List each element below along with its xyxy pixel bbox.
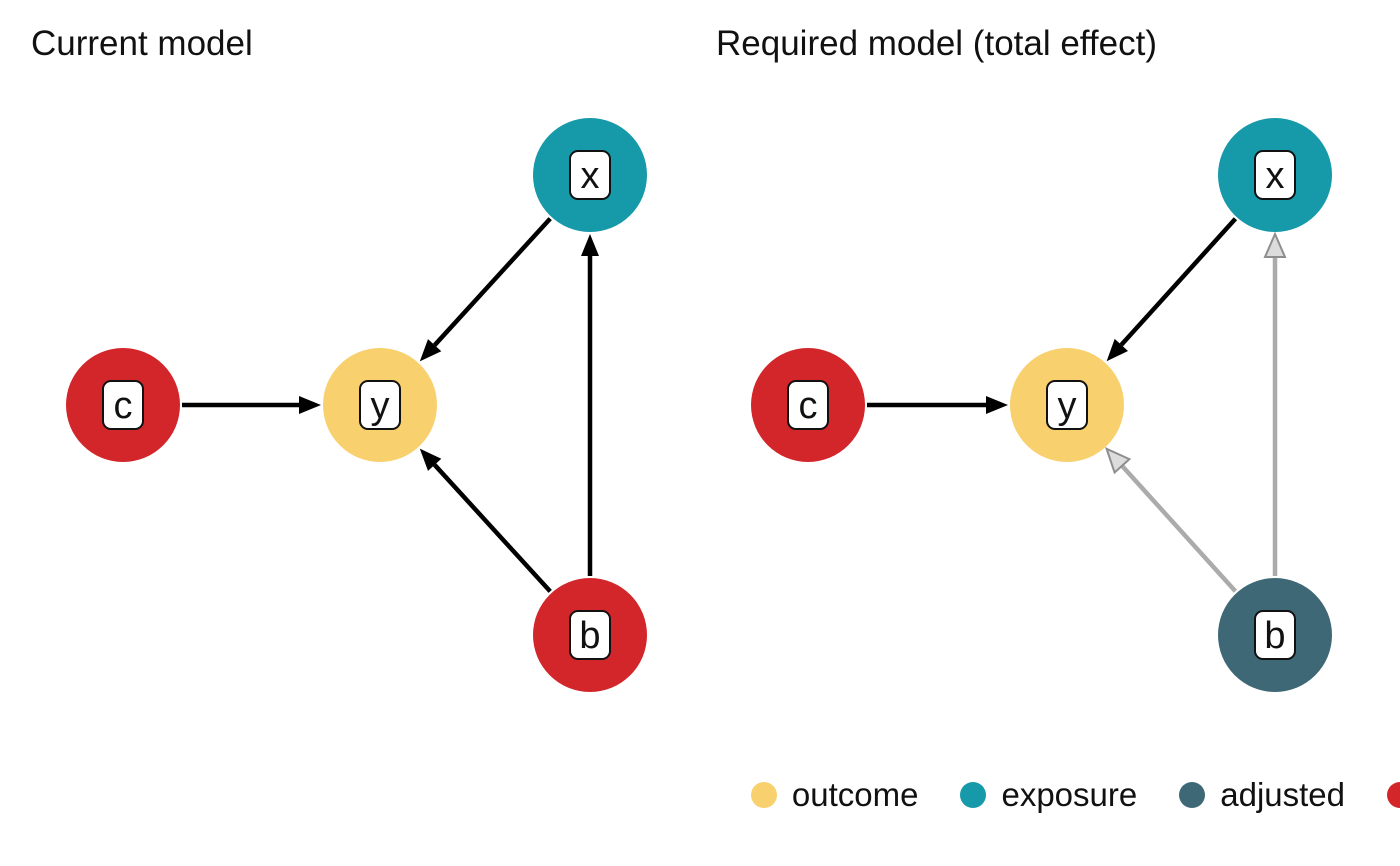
node-label-box-c: [102, 380, 144, 430]
legend-dot-adjusted: [1179, 782, 1206, 808]
node-label-x: x: [581, 155, 600, 197]
node-label-b: b: [579, 615, 600, 657]
arrowhead-b-to-y: [419, 448, 442, 471]
dag-panel-required-model: x y c b: [751, 118, 1332, 692]
legend-dot-unadjusted: [1387, 782, 1400, 808]
legend-item-adjusted: adjusted: [1179, 776, 1345, 814]
node-label-box-y: [1046, 380, 1088, 430]
legend-label-outcome: outcome: [791, 776, 919, 813]
panel-title-required-model: Required model (total effect): [716, 24, 1157, 63]
legend-dot-outcome: [750, 782, 777, 808]
node-label-box-x: [1254, 150, 1296, 200]
dag-panel-current-model: x y c b: [66, 118, 647, 692]
legend-label-exposure: exposure: [1001, 776, 1138, 813]
node-label-y: y: [1058, 385, 1077, 427]
arrowhead-b-to-y: [1104, 446, 1132, 475]
node-label-box-x: [569, 150, 611, 200]
node-label-x: x: [1266, 155, 1285, 197]
node-label-box-y: [359, 380, 401, 430]
node-label-c: c: [114, 385, 133, 427]
arrowhead-c-to-y: [986, 396, 1008, 414]
arrowhead-b-to-x: [1263, 231, 1287, 258]
edge-b-to-y: [432, 463, 552, 593]
node-label-box-b: [1254, 610, 1296, 660]
arrowhead-b-to-x: [581, 234, 599, 256]
node-label-b: b: [1264, 615, 1285, 657]
node-label-c: c: [799, 385, 818, 427]
arrowhead-x-to-y: [419, 339, 442, 362]
legend-item-exposure: exposure: [960, 776, 1137, 814]
arrowhead-c-to-y: [299, 396, 321, 414]
legend-item-outcome: outcome: [750, 776, 919, 814]
edge-x-to-y: [1119, 217, 1238, 347]
legend-item-unadjusted: [1387, 782, 1400, 808]
panel-title-current-model: Current model: [31, 24, 253, 63]
edge-b-to-y: [1120, 464, 1238, 593]
legend: outcome exposure adjusted: [750, 776, 1400, 814]
legend-dot-exposure: [960, 782, 987, 808]
legend-label-adjusted: adjusted: [1220, 776, 1345, 813]
edge-x-to-y: [432, 217, 552, 347]
node-label-y: y: [371, 385, 390, 427]
arrowhead-x-to-y: [1106, 338, 1128, 362]
node-label-box-b: [569, 610, 611, 660]
node-label-box-c: [787, 380, 829, 430]
